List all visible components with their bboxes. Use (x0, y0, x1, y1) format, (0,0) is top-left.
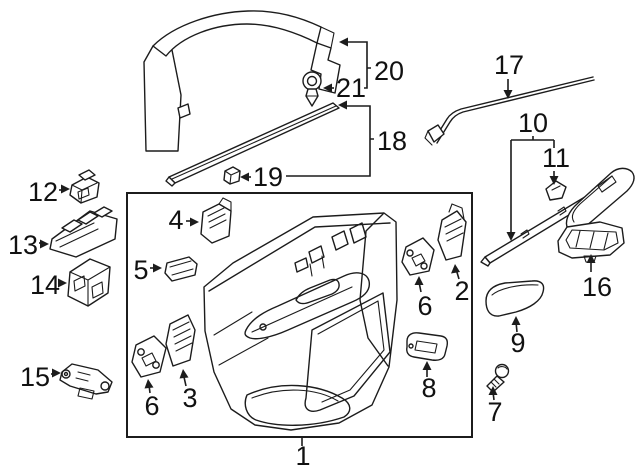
part-courtesy-lamp-8 (406, 332, 449, 361)
callout-5-label: 5 (133, 255, 148, 285)
part-clip-bracket-4 (200, 197, 232, 244)
part-belt-molding (165, 102, 340, 187)
callout-6-left-label: 6 (144, 391, 159, 421)
callout-20-label: 20 (374, 56, 404, 86)
part-screw-7 (486, 363, 510, 393)
part-pull-handle-trim (565, 167, 635, 232)
callout-3-label: 3 (182, 383, 197, 413)
callout-8-label: 8 (421, 373, 436, 403)
callout-18-label: 18 (377, 126, 407, 156)
callout-4-label: 4 (168, 205, 183, 235)
part-rib-bracket-2 (437, 203, 467, 261)
callout-14-label: 14 (30, 270, 60, 300)
part-retainer-clip-5 (164, 256, 198, 282)
callout-15-label: 15 (20, 362, 50, 392)
callout-2-label: 2 (454, 276, 469, 306)
part-switch-14 (67, 258, 111, 307)
callout-1-label: 1 (295, 441, 310, 471)
callout-16-label: 16 (582, 272, 612, 302)
part-rib-bracket-3 (165, 314, 196, 367)
part-door-trim-panel (203, 212, 398, 431)
part-switch-bezel-16 (557, 221, 625, 263)
part-mount-bracket-6-right (401, 237, 435, 276)
callout-6-right-label: 6 (417, 291, 432, 321)
diagram-frame-box (126, 192, 473, 438)
part-lock-rod (424, 76, 595, 146)
callout-19-label: 19 (253, 162, 283, 192)
part-push-pin-clip (302, 71, 322, 107)
callout-21-label: 21 (336, 73, 366, 103)
part-molding-clip (223, 166, 241, 185)
part-master-switch-13 (49, 206, 118, 258)
callout-arrows (39, 37, 596, 446)
part-single-switch-12 (69, 169, 100, 204)
callout-11-label: 11 (542, 143, 570, 173)
part-mount-bracket-6-left (131, 335, 167, 378)
part-trim-clip-11 (545, 180, 567, 201)
callout-9-label: 9 (510, 328, 525, 358)
callout-12-label: 12 (28, 177, 58, 207)
part-window-run-channel-molding (143, 10, 341, 152)
callout-labels: 1 2 3 4 5 6 6 7 8 9 10 11 12 13 14 15 16… (8, 50, 612, 471)
callout-17-label: 17 (494, 50, 524, 80)
part-lamp-unit-15 (59, 363, 113, 400)
part-pocket-cap-9 (485, 280, 545, 317)
callout-10-label: 10 (518, 108, 548, 138)
callout-7-label: 7 (487, 397, 502, 427)
callout-13-label: 13 (8, 230, 38, 260)
